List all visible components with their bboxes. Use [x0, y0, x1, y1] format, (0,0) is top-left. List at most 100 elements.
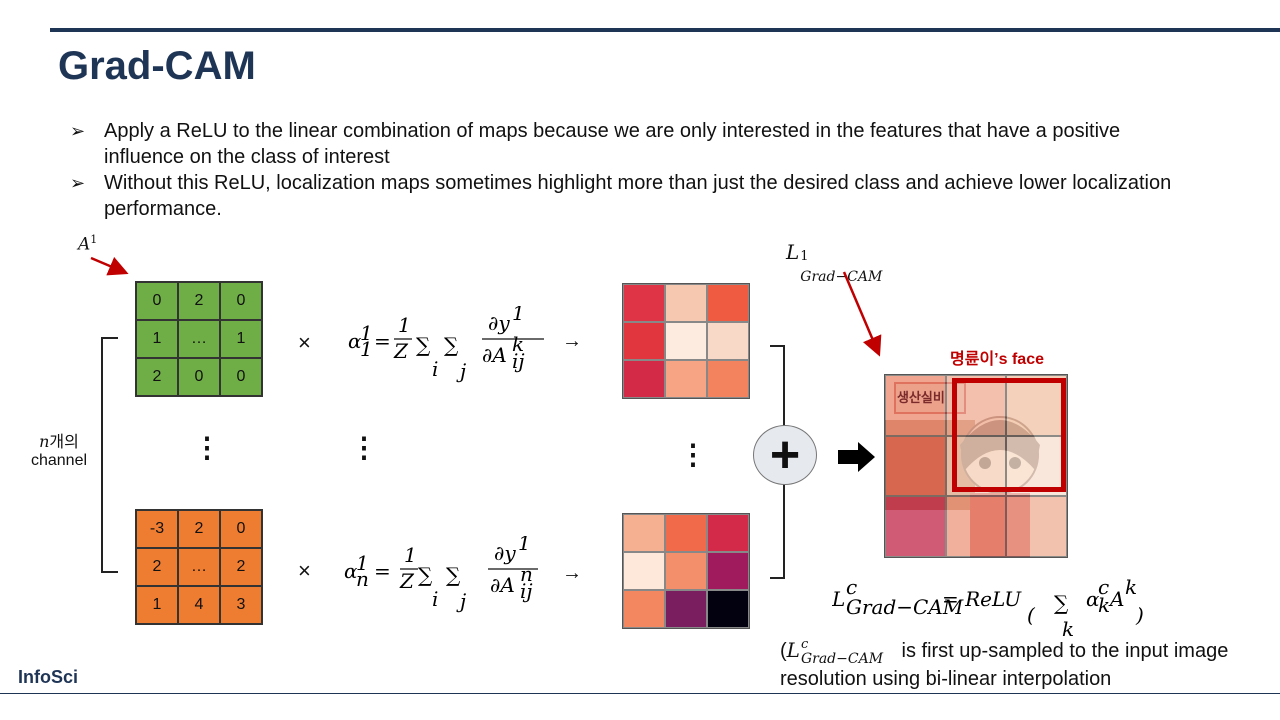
matrix-cell: 0 [178, 358, 220, 396]
svg-text:1: 1 [518, 536, 531, 555]
matrix-cell: 3 [220, 586, 262, 624]
matrix-cell: 1 [220, 320, 262, 358]
svg-text:k: k [512, 332, 524, 356]
matrix-cell: … [178, 320, 220, 358]
heatmap-cell [707, 360, 749, 398]
channel-label: n개의 channel [30, 432, 88, 469]
svg-text:n: n [520, 562, 533, 586]
heatmap-cell [707, 552, 749, 590]
vdots-heatmap: ⋮ [679, 439, 707, 470]
heatmap-cell [623, 590, 665, 628]
heatmap-cell [665, 360, 707, 398]
svg-text:A: A [1108, 587, 1124, 611]
svg-text:1: 1 [512, 306, 525, 325]
svg-text:i: i [432, 587, 438, 611]
svg-text:∑: ∑ [416, 333, 431, 357]
heatmap-cell [707, 590, 749, 628]
gradcam-formula: L c Grad−CAM = ReLU ( ∑ k α c k A k ) [831, 560, 1162, 651]
svg-text:Z: Z [399, 569, 415, 593]
bullet-item: ➢ Apply a ReLU to the linear combination… [70, 118, 1190, 170]
svg-text:1: 1 [404, 543, 417, 567]
sign-text: 생산실비 [897, 390, 945, 405]
heatmap-cell [623, 322, 665, 360]
bullet-list: ➢ Apply a ReLU to the linear combination… [70, 118, 1190, 222]
svg-text:j: j [456, 589, 466, 613]
bullet-text: Apply a ReLU to the linear combination o… [104, 120, 1121, 168]
upsample-note: (L c Grad−CAM is first up-sampled to the… [780, 637, 1229, 690]
matrix-cell: 0 [220, 510, 262, 548]
left-bracket [101, 337, 118, 573]
svg-text:α: α [348, 329, 362, 353]
matrix-cell: 2 [136, 548, 178, 586]
svg-text:∂A: ∂A [490, 573, 515, 597]
heatmap-cell [623, 360, 665, 398]
heatmap-cell [665, 322, 707, 360]
matrix-cell: 2 [136, 358, 178, 396]
svg-text:L: L [832, 587, 845, 611]
svg-text:): ) [1135, 603, 1144, 627]
svg-text:c: c [1098, 575, 1109, 599]
face-bounding-box [952, 378, 1066, 492]
svg-text:(: ( [1027, 603, 1036, 627]
heatmap-cell [707, 322, 749, 360]
heatmap-cell [707, 284, 749, 322]
cam-overlay-cell [1006, 496, 1067, 557]
red-pointer-arrow [90, 256, 129, 276]
cam-overlay-cell [885, 435, 946, 497]
svg-text:1: 1 [360, 337, 373, 361]
l1-gradcam-label: L 1 Grad−CAM [786, 240, 883, 285]
arrow-top: → [562, 330, 582, 352]
times-sign-top: × [298, 330, 311, 355]
heatmap-cell [707, 514, 749, 552]
sum-plus-icon: + [753, 425, 817, 485]
a1-label: A1 [78, 233, 98, 255]
vdots-formula: ⋮ [350, 432, 378, 463]
title-rule [50, 28, 1280, 32]
svg-text:∑: ∑ [418, 563, 433, 587]
svg-text:k: k [1125, 575, 1137, 599]
svg-text:=: = [374, 559, 391, 583]
svg-text:ij: ij [520, 579, 533, 603]
matrix-cell: 1 [136, 586, 178, 624]
svg-text:∂y: ∂y [488, 311, 510, 335]
vdots-matrix: ⋮ [193, 432, 221, 463]
big-arrow-icon [838, 442, 875, 472]
svg-text:i: i [432, 357, 438, 381]
arrow-bottom: → [562, 562, 582, 584]
matrix-cell: 0 [220, 358, 262, 396]
heatmap-cell [665, 552, 707, 590]
slide-title: Grad-CAM [58, 44, 256, 88]
heatmap-cell [665, 514, 707, 552]
matrix-cell: 0 [136, 282, 178, 320]
matrix-cell: … [178, 548, 220, 586]
matrix-cell: 2 [220, 548, 262, 586]
weighted-map-bottom [622, 513, 750, 629]
svg-text:1: 1 [360, 321, 373, 345]
alpha-formula-bottom: α 1 n = 1 Z ∑ i ∑ j ∂y 1 ∂A n ij [344, 531, 544, 621]
svg-text:∑: ∑ [1054, 591, 1069, 615]
svg-text:Z: Z [393, 339, 409, 363]
svg-text:1: 1 [356, 551, 369, 575]
matrix-cell: 2 [178, 282, 220, 320]
cam-overlay-cell [885, 496, 946, 557]
infosci-logo: InfoSci [18, 667, 79, 687]
matrix-cell: -3 [136, 510, 178, 548]
bullet-text: Without this ReLU, localization maps som… [104, 172, 1172, 220]
cam-overlay-image: 생산실비 [884, 374, 1068, 558]
weighted-map-top [622, 283, 750, 399]
heatmap-cell [665, 590, 707, 628]
svg-text:∑: ∑ [446, 563, 461, 587]
heatmap-cell [623, 552, 665, 590]
matrix-cell: 2 [178, 510, 220, 548]
arrow-bullet-icon: ➢ [70, 173, 86, 193]
svg-text:1: 1 [398, 313, 411, 337]
footer-rule [0, 693, 1280, 694]
times-sign-bottom: × [298, 558, 311, 583]
matrix-cell: 4 [178, 586, 220, 624]
svg-text:k: k [1098, 593, 1110, 617]
svg-text:c: c [846, 575, 857, 599]
cam-overlay-cell [1006, 375, 1067, 436]
svg-text:Grad−CAM: Grad−CAM [846, 595, 964, 619]
